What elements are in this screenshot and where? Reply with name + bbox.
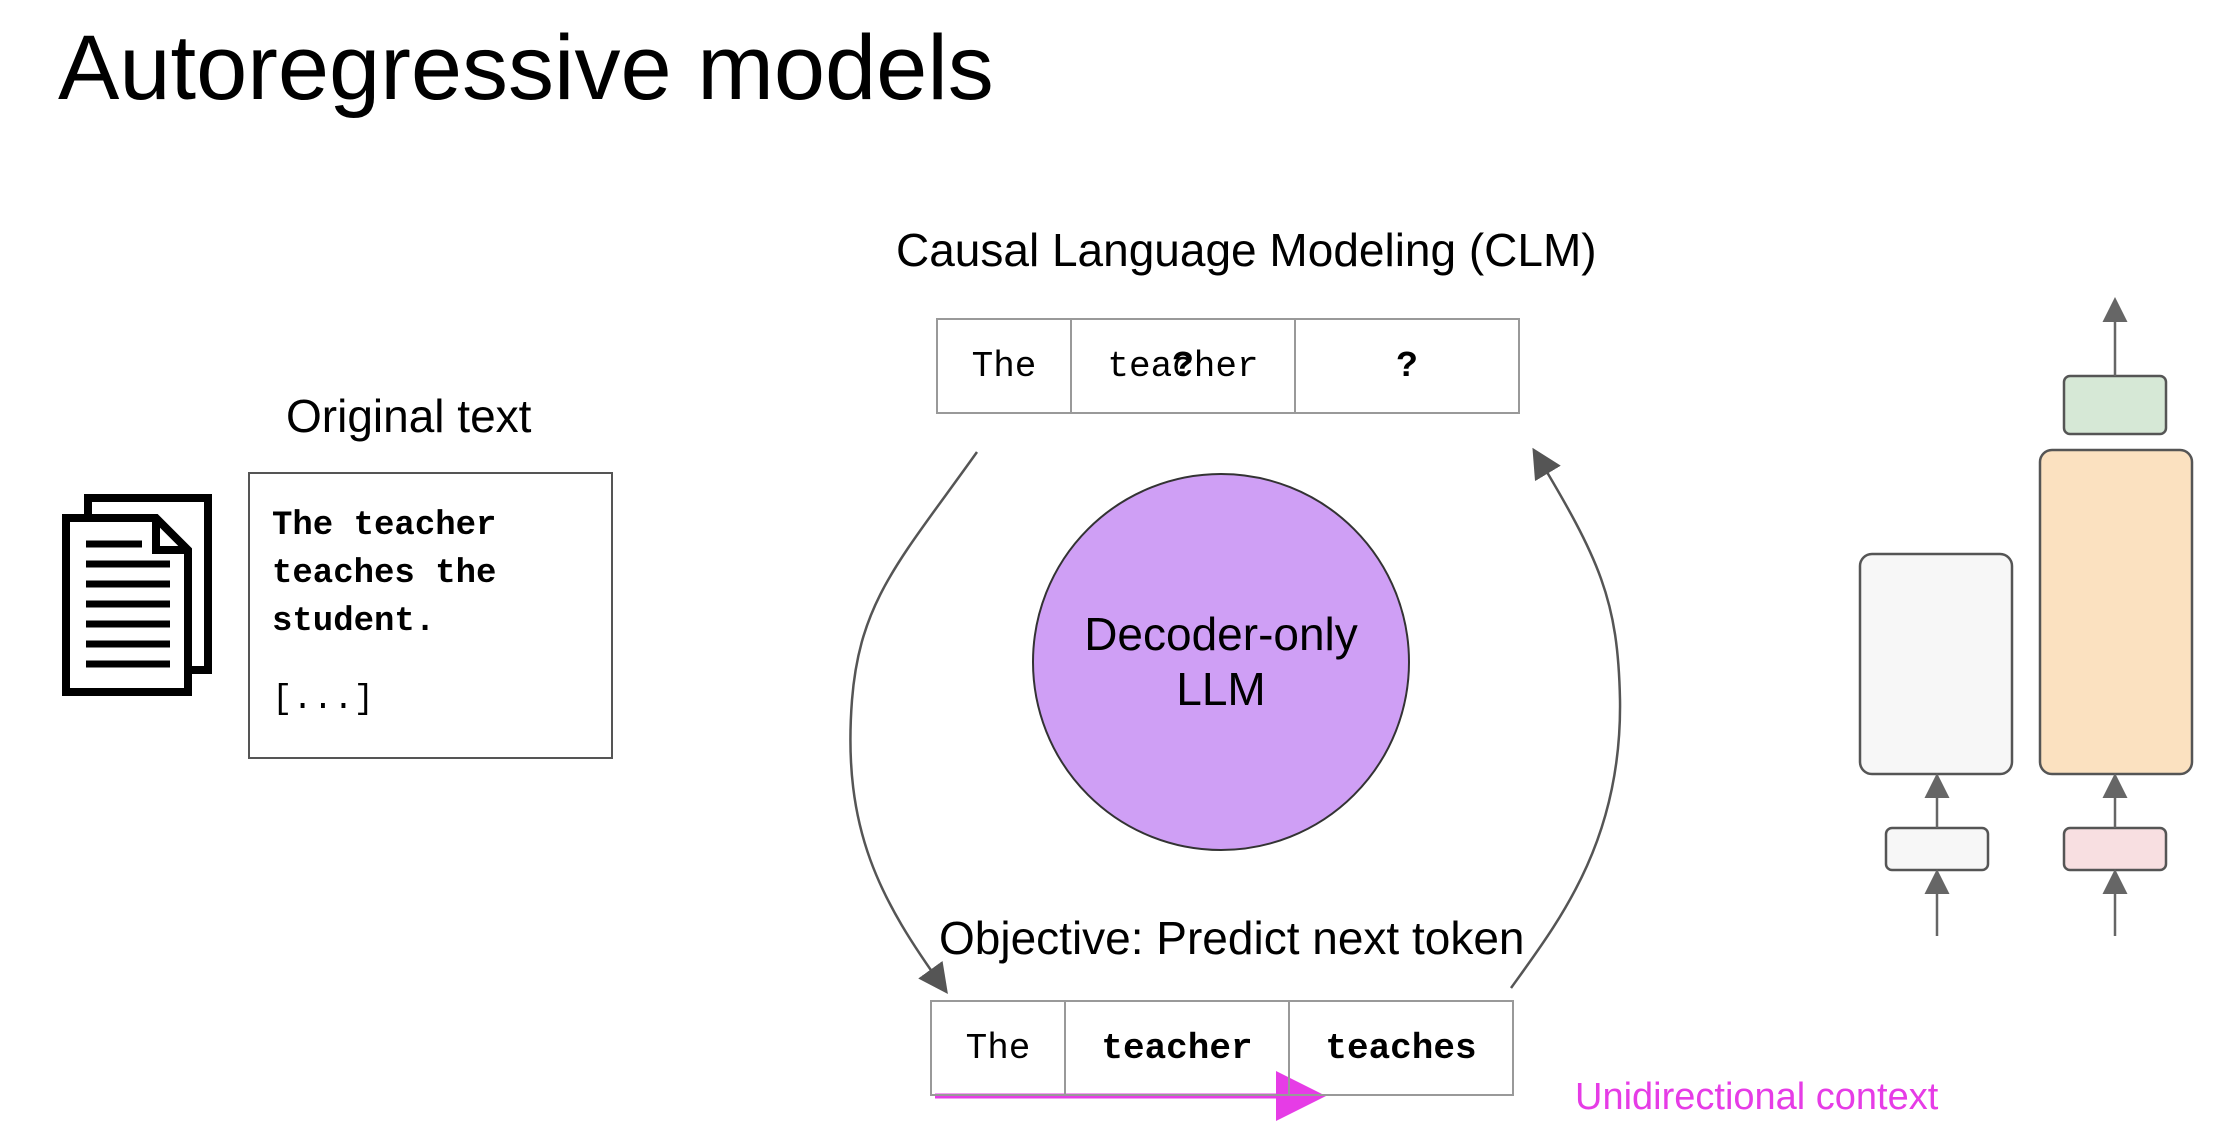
original-text-ellipsis: [...] [272,681,375,719]
encoder-input-embedding [1884,826,1990,872]
decoder-circle [1032,473,1410,851]
objective-label: Objective: Predict next token [939,912,1525,964]
decoder-only-llm-label: Decoder-only LLM [1084,607,1358,715]
encoder-block [1858,552,2014,776]
input-token: ? [1396,345,1418,387]
output-token: teacher [1066,1002,1290,1094]
transformer-diagram [1858,297,2194,936]
mask-overlay: ? [1172,345,1194,387]
input-token-row: The teacher ? ? [936,318,1520,414]
input-token: The [938,320,1072,412]
decoder-block [2038,448,2194,776]
output-token: teaches [1325,1027,1477,1069]
original-text-label: Original text [286,390,532,442]
unidirectional-context-label: Unidirectional context [1575,1076,1939,1118]
original-text-content: The teacher teaches the student. [272,507,497,641]
input-token: teacher ? [1072,320,1296,412]
original-text-box: The teacher teaches the student. [...] [248,472,613,759]
output-token-row: The teacher teaches [930,1000,1514,1096]
page-title: Autoregressive models [58,17,994,119]
output-token: The [932,1002,1066,1094]
input-token-text: teacher [1107,345,1259,387]
arrow-right-up [1509,447,1622,989]
decoder-input-embedding [2062,826,2168,872]
clm-label: Causal Language Modeling (CLM) [896,224,1597,276]
output-layer [2062,374,2168,436]
arrow-left-down [849,451,979,995]
document-icon [62,494,212,696]
